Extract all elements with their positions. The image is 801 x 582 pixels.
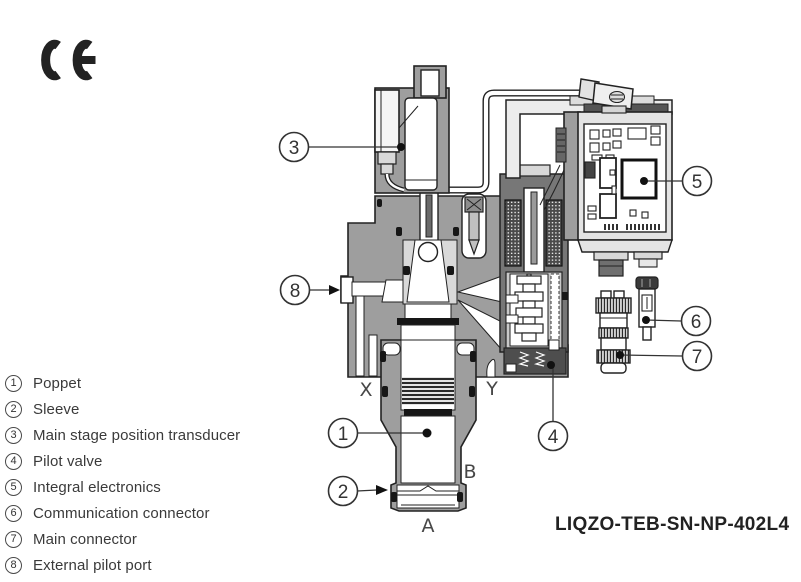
port-label-b: B (463, 461, 476, 483)
svg-text:2: 2 (338, 482, 349, 503)
pcb-components (584, 125, 661, 220)
bolt (464, 196, 484, 256)
legend-num-8: 8 (5, 556, 22, 574)
cartridge (377, 191, 477, 512)
communication-connector (635, 276, 659, 341)
cable-gland (377, 151, 397, 165)
transducer-box (374, 89, 400, 153)
seals (377, 199, 476, 502)
seat-band (397, 318, 459, 325)
ce-mark-logo: CE (41, 39, 96, 81)
processor-chip (620, 158, 658, 200)
legend-item-ext-pilot-port: 8 External pilot port (5, 552, 240, 578)
legend-num-5: 5 (5, 478, 22, 496)
legend-num-6: 6 (5, 504, 22, 522)
callout-5: 5 (640, 165, 713, 197)
flex-connector (555, 127, 567, 163)
svg-text:1: 1 (338, 424, 349, 445)
pilot-cap (517, 164, 551, 177)
legend-num-2: 2 (5, 400, 22, 418)
legend-label-8: External pilot port (33, 556, 152, 574)
position-transducer (374, 65, 450, 194)
legend-num-1: 1 (5, 374, 22, 392)
legend-item-comm-connector: 6 Communication connector (5, 500, 240, 526)
poppet-ball (417, 241, 439, 263)
port-label-x: X (359, 379, 372, 401)
coil-right (545, 199, 563, 267)
cable-plug (578, 78, 634, 114)
callout-3: 3 (278, 131, 405, 163)
svg-text:7: 7 (692, 347, 703, 368)
legend-label-3: Main stage position transducer (33, 426, 241, 444)
main-connector-socket (593, 251, 629, 261)
callout-4: 4 (537, 361, 569, 452)
coil-left (504, 199, 522, 267)
legend: 1 Poppet 2 Sleeve 3 Main stage position … (5, 370, 240, 578)
seal-band (404, 409, 452, 416)
callout-8: 8 (279, 274, 340, 306)
pilot-valve (499, 164, 569, 375)
model-code: LIQZO-TEB-SN-NP-402L4 (555, 514, 790, 535)
ribs (402, 377, 454, 405)
transducer-cable (444, 89, 596, 194)
port-label-a: A (422, 515, 435, 537)
svg-text:4: 4 (548, 427, 559, 448)
legend-item-sleeve: 2 Sleeve (5, 396, 240, 422)
legend-num-7: 7 (5, 530, 22, 548)
legend-num-4: 4 (5, 452, 22, 470)
legend-label-4: Pilot valve (33, 452, 103, 470)
legend-label-2: Sleeve (33, 400, 80, 418)
callout-7: 7 (616, 340, 713, 372)
port-label-y: Y (485, 378, 498, 400)
legend-num-3: 3 (5, 426, 22, 444)
legend-item-poppet: 1 Poppet (5, 370, 240, 396)
svg-text:5: 5 (692, 172, 703, 193)
legend-item-main-connector: 7 Main connector (5, 526, 240, 552)
legend-item-electronics: 5 Integral electronics (5, 474, 240, 500)
svg-text:6: 6 (691, 312, 702, 333)
legend-label-7: Main connector (33, 530, 137, 548)
legend-label-5: Integral electronics (33, 478, 161, 496)
callout-6: 6 (642, 305, 712, 337)
main-connector (595, 290, 632, 374)
pilot-spool (514, 273, 544, 342)
svg-text:3: 3 (289, 138, 300, 159)
external-pilot-port (340, 276, 354, 304)
svg-text:8: 8 (290, 281, 301, 302)
legend-item-pilot-valve: 4 Pilot valve (5, 448, 240, 474)
integral-electronics (505, 78, 673, 277)
callout-1: 1 (327, 417, 432, 449)
transducer-body (404, 97, 438, 191)
comm-connector-socket (633, 251, 663, 260)
legend-label-1: Poppet (33, 374, 82, 392)
callout-2: 2 (327, 475, 388, 507)
legend-item-transducer: 3 Main stage position transducer (5, 422, 240, 448)
pcb-pads (604, 224, 660, 230)
legend-label-6: Communication connector (33, 504, 210, 522)
